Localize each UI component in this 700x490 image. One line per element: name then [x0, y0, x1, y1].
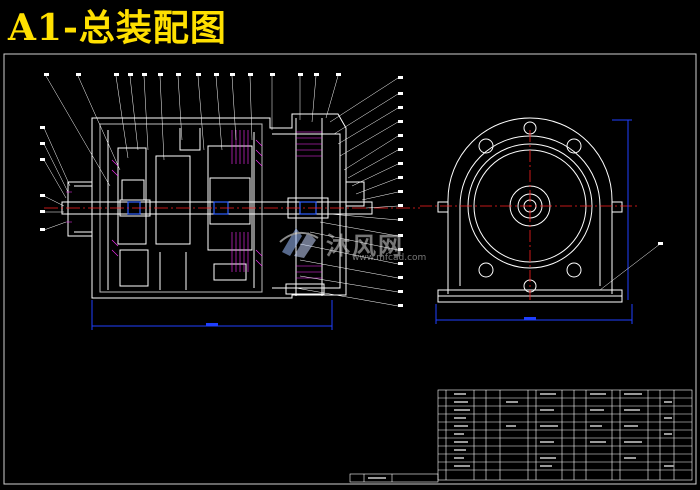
end-view-dimensions [435, 119, 633, 324]
watermark-text: 沐风网 [326, 232, 404, 260]
drawing-title: A1-总装配图 [8, 6, 227, 50]
part-leaders-top [45, 75, 339, 187]
section-view [67, 113, 365, 299]
watermark-logo-icon [279, 228, 319, 258]
watermark-url: www.mfcad.com [352, 253, 427, 263]
part-leaders-right [295, 77, 399, 307]
end-view-label-mark [658, 242, 663, 245]
end-view-leader [599, 243, 661, 291]
drawing-title-text: A1-总装配图 [8, 7, 227, 49]
parts-list-table [349, 389, 693, 483]
drawing-frame [3, 53, 697, 485]
section-dimension [91, 300, 333, 330]
end-view-centerlines [420, 130, 640, 300]
watermark: 沐风网 www.mfcad.com [276, 222, 436, 272]
section-hatching [66, 130, 322, 279]
part-leaders-left [43, 127, 71, 231]
parts-list-cell-marks [368, 393, 674, 479]
part-label-marks [40, 73, 403, 307]
